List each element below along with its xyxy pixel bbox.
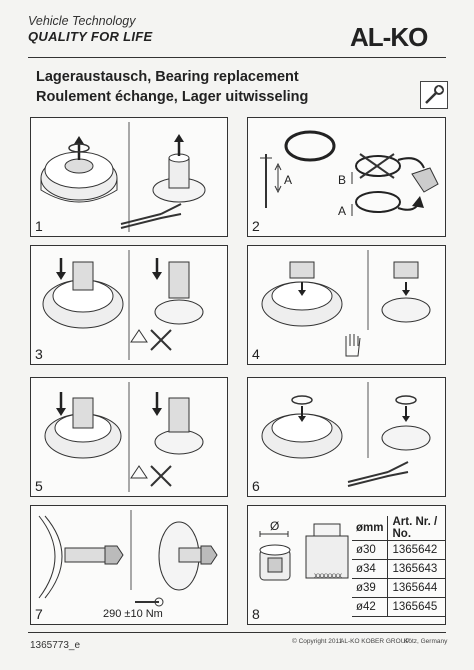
spec-cell-diameter: ø42 [352, 597, 389, 617]
spec-table-header: ømm Art. Nr. / No. [352, 516, 445, 541]
step-panel-4: 4 [247, 245, 446, 365]
copyright: © Copyright 2011 [292, 638, 343, 645]
step-panel-7: 290 ±10 Nm 7 [30, 505, 228, 625]
label-a-top: A [284, 173, 293, 187]
step-6-illustration [261, 382, 431, 487]
step-number-5: 5 [35, 478, 43, 494]
step-panel-2: A B A 2 [247, 117, 446, 237]
spec-table-row: ø34 1365643 [352, 559, 445, 579]
step-number-8: 8 [252, 606, 260, 622]
step-5-illustration [44, 382, 204, 492]
step-panel-1: 1 [30, 117, 228, 237]
doc-number: 1365773_e [30, 640, 81, 651]
spec-table: ømm Art. Nr. / No. ø30 1365642 ø34 13656… [352, 516, 445, 617]
part-mark: XXXXXXX [314, 574, 343, 580]
brand-line-2: QUALITY FOR LIFE [28, 29, 153, 44]
spec-cell-diameter: ø39 [352, 578, 389, 598]
step-number-1: 1 [35, 218, 43, 234]
step-panel-5: 5 [30, 377, 228, 497]
title-line-2: Roulement échange, Lager uitwisseling [36, 89, 309, 105]
spec-col-diameter: ømm [352, 516, 389, 541]
spec-cell-art-no: 1365645 [387, 597, 445, 617]
step-panel-3: 3 [30, 245, 228, 365]
title-line-1: Lageraustausch, Bearing replacement [36, 69, 299, 85]
spec-cell-art-no: 1365642 [387, 540, 445, 560]
spec-table-row: ø30 1365642 [352, 540, 445, 560]
label-b: B [338, 173, 347, 187]
spec-table-row: ø39 1365644 [352, 578, 445, 598]
step-number-4: 4 [252, 346, 260, 362]
step-number-6: 6 [252, 478, 260, 494]
step-panel-8: Ø XXXXXXX ømm Art. Nr. / No. ø30 1365642… [247, 505, 446, 625]
torque-spec: 290 ±10 Nm [103, 608, 163, 620]
step-number-2: 2 [252, 218, 260, 234]
step-7-illustration [38, 510, 218, 607]
step-2-illustration [260, 130, 439, 216]
spec-cell-diameter: ø34 [352, 559, 389, 579]
spec-cell-art-no: 1365644 [387, 578, 445, 598]
brand-line-1: Vehicle Technology [28, 14, 136, 28]
step-8-illustration [259, 523, 349, 581]
location: Kötz, Germany [404, 638, 448, 645]
spec-col-art-no: Art. Nr. / No. [387, 516, 445, 541]
spec-cell-art-no: 1365643 [387, 559, 445, 579]
diameter-symbol: Ø [270, 519, 280, 533]
spec-table-row: ø42 1365645 [352, 597, 445, 617]
step-4-illustration [261, 250, 431, 357]
spec-cell-diameter: ø30 [352, 540, 389, 560]
step-3-illustration [42, 250, 204, 360]
step-number-3: 3 [35, 346, 43, 362]
alko-logo: AL-KO [350, 22, 428, 52]
footer-rule [28, 632, 446, 633]
company: AL-KO KOBER GROUP [340, 638, 410, 645]
label-a-bottom: A [338, 204, 347, 218]
wrench-icon [420, 81, 448, 109]
step-panel-6: 6 [247, 377, 446, 497]
header-rule [28, 57, 446, 58]
step-1-illustration [40, 122, 206, 232]
step-number-7: 7 [35, 606, 43, 622]
